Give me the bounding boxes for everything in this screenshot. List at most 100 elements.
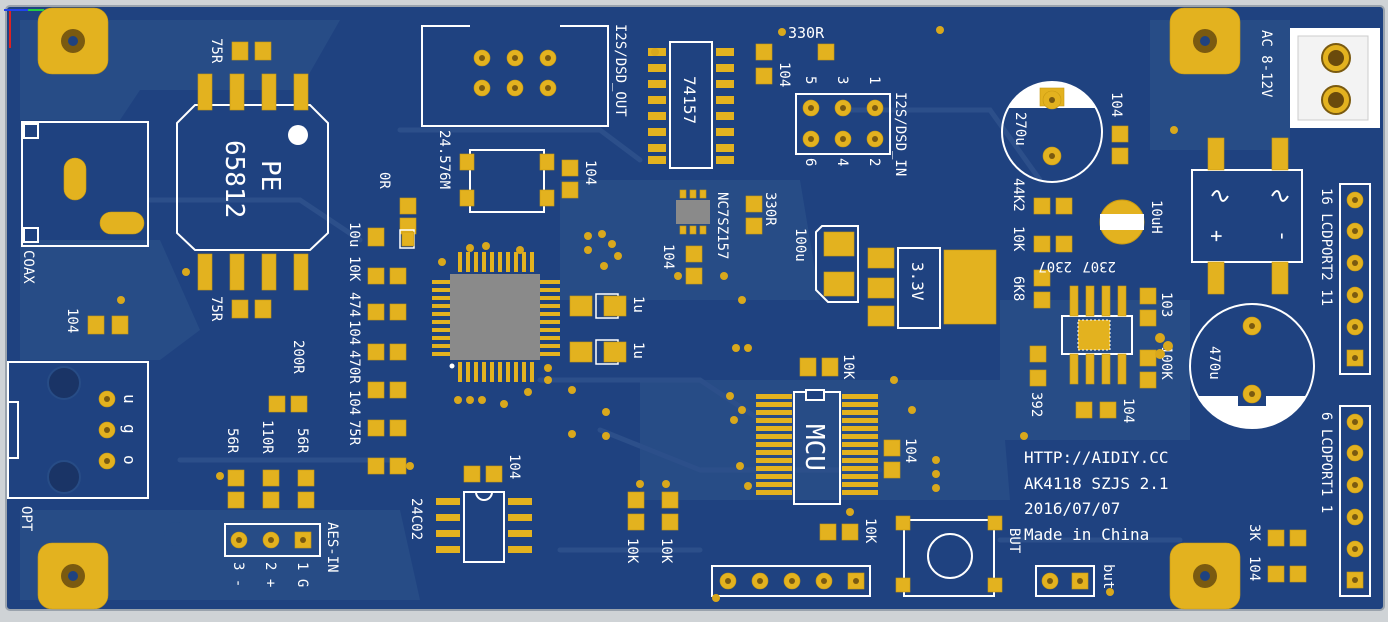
- svg-text:24.576M: 24.576M: [436, 130, 452, 189]
- svg-text:104: 104: [506, 454, 522, 479]
- svg-text:+: +: [1205, 230, 1229, 242]
- c1u-pair: 1u 1u: [569, 293, 646, 365]
- r330-top: 330R 104: [755, 24, 835, 87]
- ic-nc7sz157: NC7SZ157 104 330R: [660, 189, 778, 285]
- svg-text:u: u: [120, 394, 139, 404]
- model-text: AK4118 SZJS 2.1: [1024, 474, 1169, 493]
- bridge-rectifier: + -: [1191, 137, 1303, 295]
- c270u: 270u 104: [1001, 81, 1129, 183]
- res-10k-pair: 10K 10K: [624, 491, 679, 564]
- svg-text:0R: 0R: [376, 172, 392, 189]
- res-44k2-10k: 44K2 10K 6K8: [1010, 178, 1073, 309]
- pe-transformer: PE 65812: [176, 73, 329, 291]
- i2s-in-label: I2S/DSD_IN: [892, 92, 908, 176]
- svg-text:74157: 74157: [680, 76, 699, 124]
- svg-text:330R: 330R: [762, 192, 778, 226]
- svg-text:o: o: [120, 455, 139, 465]
- c104-left: 104: [64, 296, 129, 335]
- svg-text:2307: 2307: [1082, 258, 1116, 274]
- svg-text:104: 104: [776, 62, 792, 87]
- ac-terminal: AC 8-12V: [1258, 28, 1380, 128]
- svg-text:g: g: [120, 424, 139, 434]
- svg-text:but: but: [1100, 564, 1116, 589]
- svg-text:56R: 56R: [294, 428, 310, 454]
- svg-text:104: 104: [582, 160, 598, 185]
- svg-text:NC7SZ157: NC7SZ157: [714, 192, 730, 259]
- date-text: 2016/07/07: [1024, 499, 1120, 518]
- svg-text:104: 104: [660, 244, 676, 269]
- svg-text:104: 104: [1120, 398, 1136, 423]
- svg-text:10K: 10K: [862, 518, 878, 544]
- aes-in-label: AES-IN: [324, 522, 340, 573]
- svg-text:MCU: MCU: [799, 424, 829, 471]
- svg-text:5: 5: [802, 76, 818, 84]
- svg-text:474: 474: [346, 292, 362, 317]
- svg-text:3.3V: 3.3V: [908, 262, 927, 301]
- i2s-in-header: 5 3 1 6 4 2 I2S/DSD_IN: [795, 76, 908, 176]
- svg-text:BUT: BUT: [1006, 528, 1022, 554]
- svg-text:104: 104: [1246, 556, 1262, 581]
- r75-top: 75R: [208, 38, 272, 64]
- svg-text:56R: 56R: [224, 428, 240, 454]
- svg-text:75R: 75R: [208, 38, 224, 64]
- svg-text:104: 104: [346, 390, 362, 415]
- svg-text:104: 104: [902, 438, 918, 463]
- svg-text:104: 104: [64, 308, 80, 333]
- svg-text:104: 104: [1108, 92, 1124, 117]
- reset-button: BUT 10K: [819, 515, 1022, 597]
- svg-text:10u: 10u: [346, 222, 362, 247]
- inductor-10uh: 10uH: [1099, 199, 1164, 245]
- svg-text:3K: 3K: [1246, 524, 1262, 541]
- crystal-24576: 24.576M 104: [436, 130, 598, 213]
- svg-text:100u: 100u: [792, 228, 808, 262]
- svg-text:10K: 10K: [1010, 226, 1026, 252]
- svg-text:1u: 1u: [630, 342, 646, 359]
- svg-text:1 G: 1 G: [294, 562, 310, 587]
- lcdport2: 16 LCDPORT2 11: [1318, 183, 1371, 375]
- svg-text:3: 3: [834, 76, 850, 84]
- i2s-out-connector: I2S/DSD_OUT: [421, 24, 628, 127]
- svg-text:6K8: 6K8: [1010, 276, 1026, 301]
- svg-text:75R: 75R: [208, 296, 224, 322]
- svg-text:10K: 10K: [658, 538, 674, 564]
- svg-text:44K2: 44K2: [1010, 178, 1026, 212]
- svg-text:1: 1: [866, 76, 882, 84]
- vias: [182, 26, 1178, 602]
- svg-text:104: 104: [346, 320, 362, 345]
- eeprom-24c02: 24C02 104: [408, 454, 532, 563]
- svg-text:470u: 470u: [1206, 346, 1222, 380]
- c100u: 100u: [792, 225, 859, 303]
- opt-connector: u g o OPT: [7, 361, 149, 532]
- pe-label-2: 65812: [219, 140, 249, 218]
- coax-label: COAX: [20, 250, 36, 284]
- ic-2307: 2307 2307 103 100K 392 104: [1028, 258, 1174, 423]
- svg-text:200R: 200R: [290, 340, 306, 374]
- svg-text:103: 103: [1158, 292, 1174, 317]
- aes-in-header: 3 - 2 + 1 G AES-IN: [224, 522, 340, 587]
- made-text: Made in China: [1024, 525, 1149, 544]
- pe-label-1: PE: [255, 160, 285, 191]
- svg-text:2 +: 2 +: [262, 562, 278, 587]
- svg-text:10K: 10K: [840, 354, 856, 380]
- board-info-text: HTTP://AIDIY.CC AK4118 SZJS 2.1 2016/07/…: [1024, 448, 1169, 544]
- svg-text:4: 4: [834, 158, 850, 166]
- svg-text:24C02: 24C02: [408, 498, 424, 540]
- lcdport1-label: 6 LCDPORT1 1: [1318, 412, 1334, 513]
- svg-text:110R: 110R: [259, 420, 275, 454]
- svg-text:470R: 470R: [346, 350, 362, 384]
- aes-resistors: 200R 56R 110R 56R: [224, 340, 315, 509]
- r75-bottom: 75R: [208, 296, 272, 322]
- svg-text:2307: 2307: [1038, 258, 1072, 274]
- svg-text:330R: 330R: [788, 24, 825, 42]
- svg-text:392: 392: [1028, 392, 1044, 417]
- bottom-header: [711, 565, 871, 597]
- coax-connector: COAX: [20, 121, 149, 284]
- lcdport1: 6 LCDPORT1 1: [1318, 405, 1371, 597]
- svg-text:2: 2: [866, 158, 882, 166]
- svg-text:-: -: [1271, 230, 1295, 242]
- svg-text:10K: 10K: [346, 256, 362, 282]
- origin-marker: [4, 9, 44, 48]
- svg-text:6: 6: [802, 158, 818, 166]
- regulator-33v: 3.3V: [867, 247, 997, 329]
